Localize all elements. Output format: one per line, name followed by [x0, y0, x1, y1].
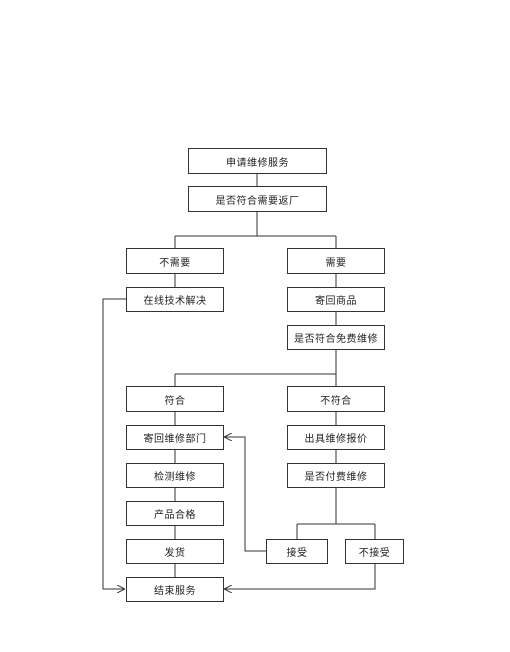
node-online-support: 在线技术解决 — [126, 287, 224, 312]
node-ship: 发货 — [126, 539, 224, 564]
arrow-reject-to-end — [225, 564, 375, 589]
arrow-accept-to-dept — [225, 437, 266, 551]
node-not-qualifies: 不符合 — [287, 386, 385, 412]
node-send-to-repair-dept: 寄回维修部门 — [126, 425, 224, 450]
node-apply-repair: 申请维修服务 — [188, 148, 327, 174]
node-reject: 不接受 — [345, 539, 404, 564]
node-quote: 出具维修报价 — [287, 425, 385, 450]
node-no-need: 不需要 — [126, 248, 224, 274]
node-end-service: 结束服务 — [126, 577, 224, 602]
node-qualifies: 符合 — [126, 386, 224, 412]
node-product-qualified: 产品合格 — [126, 501, 224, 526]
node-send-back-goods: 寄回商品 — [287, 287, 385, 312]
arrow-online-to-end — [103, 299, 126, 589]
node-need-return-question: 是否符合需要返厂 — [188, 186, 327, 212]
node-paid-repair-question: 是否付费维修 — [287, 463, 385, 488]
node-free-repair-question: 是否符合免费维修 — [287, 325, 385, 350]
node-accept: 接受 — [266, 539, 328, 564]
node-inspect-repair: 检测维修 — [126, 463, 224, 488]
node-need: 需要 — [287, 248, 385, 274]
